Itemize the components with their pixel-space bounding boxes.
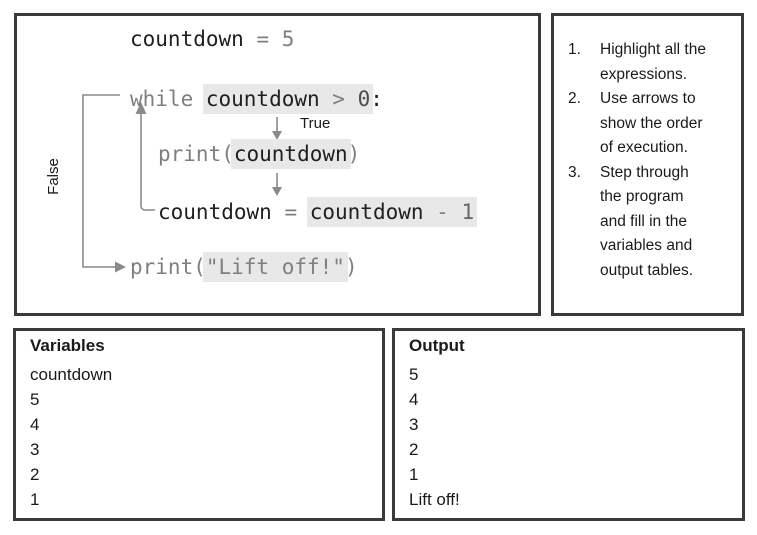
instruction-number: 1. <box>568 41 581 58</box>
true-arrow-2 <box>272 173 282 196</box>
close-paren: ) <box>347 142 361 166</box>
output-row: 3 <box>409 415 419 434</box>
code-line-print: print(countdown) <box>158 140 360 168</box>
assign-value: = 5 <box>243 27 295 51</box>
expression-highlight: "Lift off!" <box>205 255 345 279</box>
arrowhead-down-icon <box>272 187 282 196</box>
variable-row: 4 <box>30 415 40 434</box>
output-row: 4 <box>409 390 419 409</box>
variable-name: countdown <box>158 200 272 224</box>
variable-row: countdown <box>30 365 113 384</box>
output-title: Output <box>409 336 465 355</box>
close-paren: ) <box>344 255 358 279</box>
output-row: 1 <box>409 465 419 484</box>
variables-title: Variables <box>30 336 105 355</box>
output-row: 2 <box>409 440 419 459</box>
instruction-text: Use arrows to show the order of executio… <box>600 90 703 156</box>
instruction-item: 1. Highlight all the expressions. <box>568 38 735 87</box>
variable-row: 1 <box>30 490 40 509</box>
arrowhead-up-icon <box>135 102 147 114</box>
output-row: Lift off! <box>409 490 460 509</box>
variable-name: countdown <box>309 200 424 224</box>
instructions-list: 1. Highlight all the expressions. 2. Use… <box>568 38 735 283</box>
variable-name: countdown <box>205 87 320 111</box>
false-path-arrow <box>82 94 126 273</box>
instruction-item: 2. Use arrows to show the order of execu… <box>568 87 735 161</box>
instruction-text: Highlight all the expressions. <box>600 41 706 83</box>
minus-operator: - <box>423 200 462 224</box>
variable-name: countdown <box>130 27 244 51</box>
false-label: False <box>44 158 62 195</box>
instruction-item: 3. Step through the program and fill in … <box>568 161 735 284</box>
flowchart-panel: False True countdown = 5 while countdown… <box>14 13 541 316</box>
variables-panel: Variables countdown 5 4 3 2 1 <box>13 328 385 521</box>
loop-back-arrow <box>135 102 155 211</box>
one-literal: 1 <box>461 200 475 224</box>
output-rows: 5 4 3 2 1 Lift off! <box>409 362 460 512</box>
true-arrow-1 <box>272 117 282 140</box>
instruction-number: 2. <box>568 90 581 107</box>
zero-literal: 0 <box>357 87 371 111</box>
variables-rows: countdown 5 4 3 2 1 <box>30 362 112 512</box>
instruction-text: Step through the program and fill in the… <box>600 163 694 279</box>
variable-row: 3 <box>30 440 40 459</box>
output-panel: Output 5 4 3 2 1 Lift off! <box>392 328 745 521</box>
variable-row: 5 <box>30 390 40 409</box>
arrowhead-right-icon <box>115 261 126 273</box>
variable-row: 2 <box>30 465 40 484</box>
expression-highlight: countdown <box>233 142 348 166</box>
arrowhead-down-icon <box>272 131 282 140</box>
print-call: print( <box>158 142 234 166</box>
instruction-number: 3. <box>568 163 581 181</box>
output-row: 5 <box>409 365 419 384</box>
expression-highlight: countdown > 0 <box>205 87 371 111</box>
while-keyword: while <box>130 87 206 111</box>
instructions-panel: 1. Highlight all the expressions. 2. Use… <box>551 13 744 316</box>
code-line-assign: countdown = 5 <box>130 25 294 53</box>
code-line-while: while countdown > 0: <box>130 85 383 113</box>
expression-highlight: countdown - 1 <box>309 200 475 224</box>
colon: : <box>370 87 383 111</box>
code-line-liftoff: print("Lift off!") <box>130 253 358 281</box>
print-call: print( <box>130 255 206 279</box>
assign-operator: = <box>271 200 310 224</box>
true-label: True <box>300 115 331 132</box>
code-line-decrement: countdown = countdown - 1 <box>158 198 475 226</box>
flow-arrows <box>82 94 282 273</box>
greater-operator: > <box>319 87 358 111</box>
